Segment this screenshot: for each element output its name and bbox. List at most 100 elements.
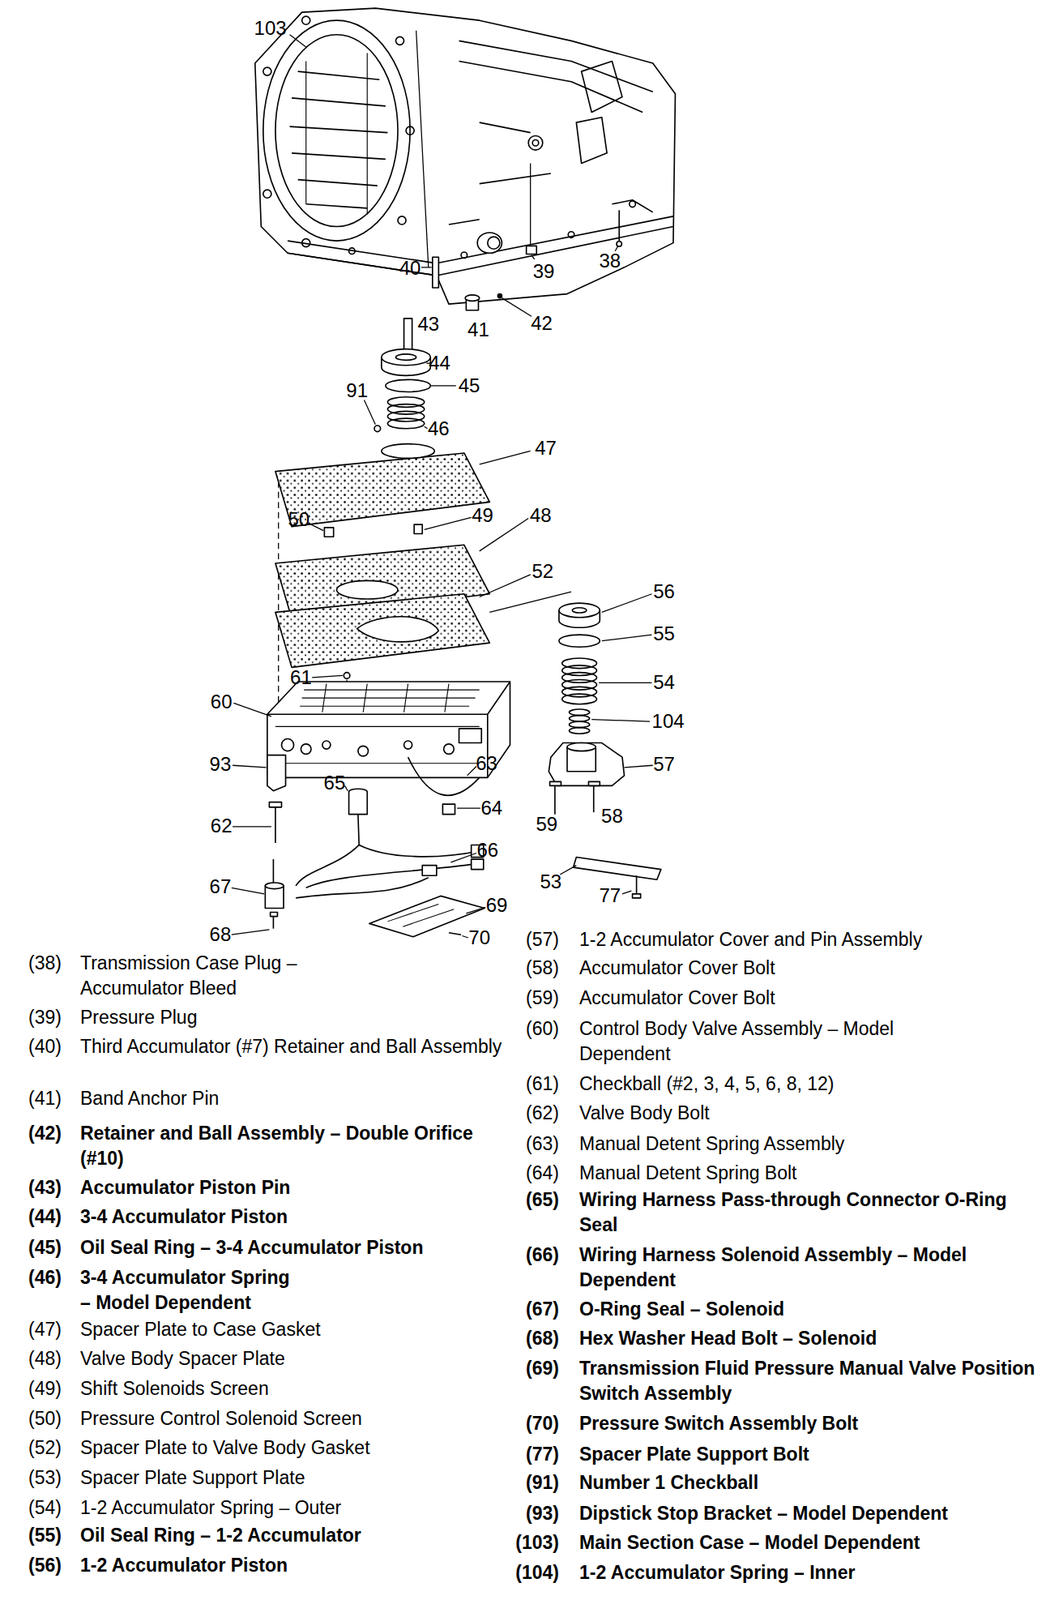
part-name: Pressure Plug (80, 1004, 502, 1030)
part-name: Accumulator Piston Pin (80, 1174, 502, 1200)
part-name: Spacer Plate to Valve Body Gasket (80, 1434, 502, 1461)
part-number: (50) (0, 1405, 62, 1431)
part-number: (93) (490, 1500, 560, 1526)
callout-number: 54 (653, 671, 675, 693)
part-number: (61) (490, 1071, 560, 1097)
part-name: Dipstick Stop Bracket – Model Dependent (579, 1500, 1050, 1526)
callout-number: 67 (209, 875, 232, 897)
part-number: (40) (0, 1033, 62, 1059)
part-name: 1-2 Accumulator Piston (80, 1552, 502, 1578)
part-name: Valve Body Bolt (579, 1100, 1050, 1126)
part-name: Pressure Switch Assembly Bolt (579, 1410, 1050, 1436)
callout-number: 63 (475, 752, 498, 774)
part-number: (53) (0, 1464, 62, 1490)
callout-number: 62 (210, 815, 233, 837)
part-number: (91) (490, 1469, 560, 1495)
callout-number: 91 (345, 379, 368, 402)
transmission-case (255, 8, 676, 304)
callout-number: 43 (417, 313, 440, 335)
part-name: 1-2 Accumulator Spring – Inner (579, 1559, 1050, 1585)
callout-number: 52 (531, 560, 554, 582)
part-name: Oil Seal Ring – 1-2 Accumulator (80, 1522, 502, 1548)
part-number: (104) (490, 1559, 560, 1585)
part-name: Accumulator Cover Bolt (579, 955, 1050, 981)
part-number: (63) (490, 1131, 560, 1157)
part-name: Wiring Harness Pass-through Connector O-… (579, 1186, 1017, 1238)
part-number: (62) (490, 1100, 560, 1126)
part-number: (65) (490, 1186, 560, 1213)
part-name: Retainer and Ball Assembly – Double Orif… (80, 1120, 494, 1171)
callout-number: 42 (530, 312, 553, 334)
part-name: Shift Solenoids Screen (80, 1375, 502, 1401)
case-small-parts (432, 162, 623, 310)
callout-number: 65 (324, 772, 346, 794)
part-name: Manual Detent Spring Bolt (579, 1160, 1050, 1186)
callout-number: 59 (535, 813, 558, 835)
part-name: Transmission Case Plug – Accumulator Ble… (80, 950, 405, 1001)
part-name: Spacer Plate Support Bolt (579, 1441, 1050, 1467)
part-name: Manual Detent Spring Assembly (579, 1131, 1050, 1157)
part-name: Wiring Harness Solenoid Assembly – Model… (579, 1242, 1050, 1293)
part-number: (66) (490, 1242, 560, 1268)
part-number: (103) (490, 1529, 560, 1555)
3-4-accumulator (374, 318, 431, 432)
part-number: (59) (490, 985, 560, 1011)
callout-number: 64 (480, 797, 503, 819)
part-name: Valve Body Spacer Plate (80, 1345, 502, 1371)
part-number: (46) (0, 1264, 62, 1290)
callout-number: 49 (471, 504, 494, 526)
part-number: (44) (0, 1203, 62, 1230)
callout-number: 70 (468, 926, 491, 948)
callout-number: 45 (458, 375, 481, 397)
part-number: (39) (0, 1004, 62, 1030)
part-number: (43) (0, 1174, 62, 1200)
part-number: (42) (0, 1120, 62, 1146)
callout-number: 61 (290, 666, 312, 688)
callout-number: 77 (599, 884, 622, 906)
callout-number: 47 (534, 437, 557, 459)
callout-number: 103 (254, 17, 287, 39)
part-name: Pressure Control Solenoid Screen (80, 1405, 502, 1431)
part-number: (60) (490, 1016, 560, 1042)
part-number: (77) (490, 1441, 560, 1467)
leader-lines (231, 34, 654, 938)
part-number: (49) (0, 1375, 62, 1401)
part-name: Control Body Valve Assembly – Model Depe… (579, 1016, 985, 1067)
callout-number: 41 (467, 319, 490, 341)
part-number: (48) (0, 1345, 62, 1371)
part-name: Transmission Fluid Pressure Manual Valve… (579, 1355, 1042, 1406)
callout-number: 38 (599, 250, 622, 272)
part-name: Third Accumulator (#7) Retainer and Ball… (80, 1033, 506, 1059)
callout-number: 60 (210, 691, 233, 713)
part-name: Accumulator Cover Bolt (579, 985, 1050, 1011)
callout-number: 57 (653, 753, 675, 775)
part-number: (55) (0, 1522, 62, 1548)
callout-number: 66 (476, 839, 499, 861)
part-number: (38) (0, 950, 62, 976)
valve-body (267, 681, 511, 843)
callout-number: 55 (653, 623, 675, 645)
1-2-accumulator (548, 602, 661, 898)
part-number: (68) (490, 1325, 560, 1351)
part-name: Spacer Plate to Case Gasket (80, 1316, 502, 1342)
callout-number: 40 (399, 257, 422, 279)
part-name: Oil Seal Ring – 3-4 Accumulator Piston (80, 1234, 502, 1260)
part-name: 1-2 Accumulator Spring – Outer (80, 1494, 502, 1520)
part-name: Number 1 Checkball (579, 1469, 1050, 1495)
part-name: Spacer Plate Support Plate (80, 1464, 502, 1490)
part-number: (47) (0, 1316, 62, 1342)
callout-number: 56 (653, 580, 675, 602)
part-number: (56) (0, 1552, 62, 1578)
part-number: (67) (490, 1296, 560, 1322)
part-number: (41) (0, 1085, 62, 1111)
part-name: Band Anchor Pin (80, 1085, 502, 1111)
part-number: (58) (490, 955, 560, 981)
part-number: (52) (0, 1434, 62, 1461)
part-name: 3-4 Accumulator Piston (80, 1203, 502, 1230)
part-number: (64) (490, 1160, 560, 1186)
spacer-plates (275, 443, 572, 715)
part-name: Hex Washer Head Bolt – Solenoid (579, 1325, 1050, 1351)
callout-number: 69 (486, 894, 509, 916)
callout-number: 46 (427, 418, 450, 440)
